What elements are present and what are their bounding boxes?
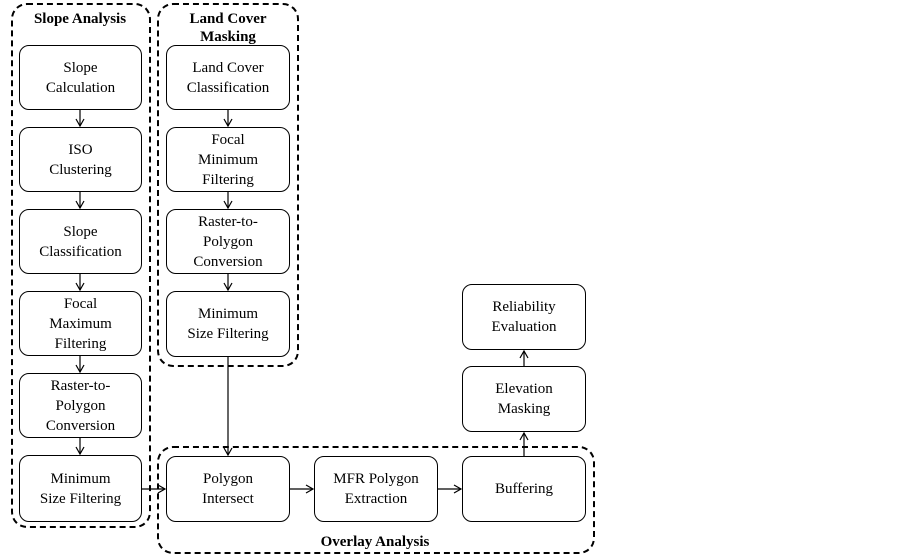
- slope-classification-box: Slope Classification: [19, 209, 142, 274]
- raster-to-polygon-box-slope: Raster-to- Polygon Conversion: [19, 373, 142, 438]
- minimum-size-filtering-box-slope: Minimum Size Filtering: [19, 455, 142, 522]
- slope-analysis-title: Slope Analysis: [33, 11, 127, 27]
- overlay-analysis-group: [157, 446, 595, 554]
- focal-minimum-filtering-box: Focal Minimum Filtering: [166, 127, 290, 192]
- buffering-box: Buffering: [462, 456, 586, 522]
- mfr-polygon-extraction-box: MFR Polygon Extraction: [314, 456, 438, 522]
- iso-clustering-box: ISO Clustering: [19, 127, 142, 192]
- raster-to-polygon-box-landcover: Raster-to- Polygon Conversion: [166, 209, 290, 274]
- minimum-size-filtering-box-landcover: Minimum Size Filtering: [166, 291, 290, 357]
- polygon-intersect-box: Polygon Intersect: [166, 456, 290, 522]
- land-cover-masking-title: Land Cover Masking: [189, 11, 267, 45]
- slope-analysis-group: [11, 3, 151, 528]
- land-cover-classification-box: Land Cover Classification: [166, 45, 290, 110]
- reliability-evaluation-box: Reliability Evaluation: [462, 284, 586, 350]
- focal-maximum-filtering-box: Focal Maximum Filtering: [19, 291, 142, 356]
- overlay-analysis-title: Overlay Analysis: [320, 534, 430, 550]
- slope-calculation-box: Slope Calculation: [19, 45, 142, 110]
- elevation-masking-box: Elevation Masking: [462, 366, 586, 432]
